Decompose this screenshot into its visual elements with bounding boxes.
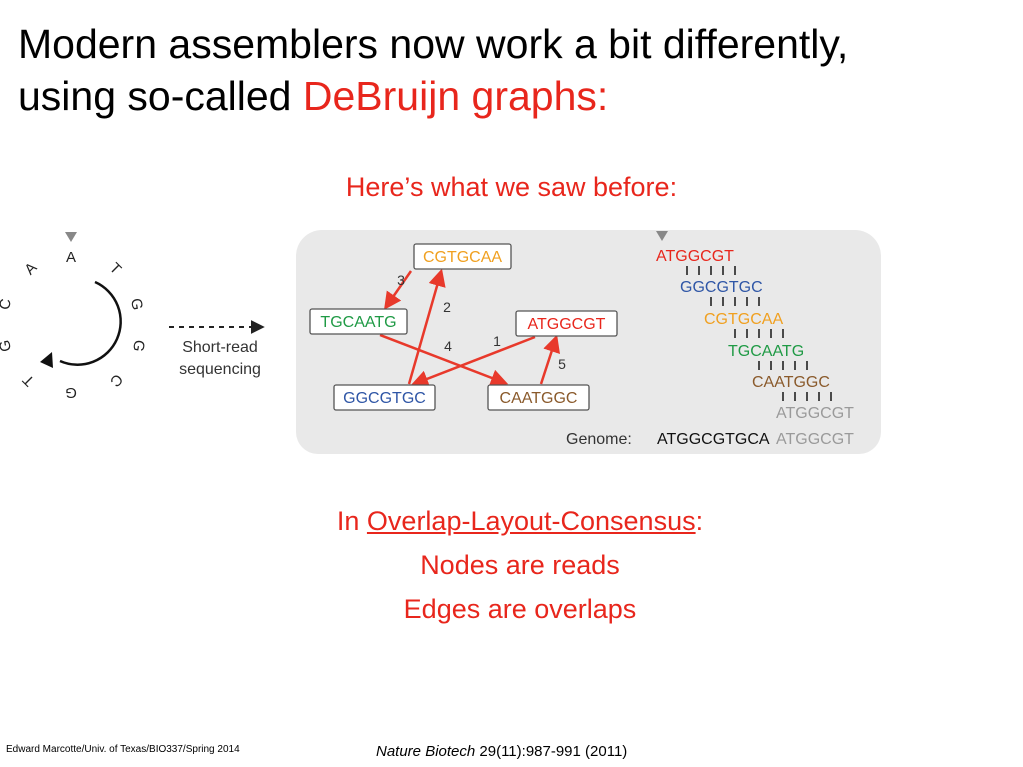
subhead: Here’s what we saw before:: [345, 172, 678, 202]
node-label: GGCGTGC: [343, 390, 426, 407]
edge-label: 5: [558, 356, 566, 372]
start-marker-icon: [65, 232, 77, 242]
edge-label: 1: [493, 333, 501, 349]
circular-arrowhead: [40, 352, 53, 368]
edge-label: 2: [443, 299, 451, 315]
footer-credit: Edward Marcotte/Univ. of Texas/BIO337/Sp…: [6, 744, 240, 755]
genome-letter: C: [0, 297, 15, 311]
genome-letter: G: [0, 339, 15, 353]
genome-sequence: ATGGCGTGCA: [657, 431, 770, 448]
title-line-2-prefix: using so-called: [18, 73, 303, 119]
genome-letter: A: [66, 249, 76, 266]
footer-citation: Nature Biotech 29(11):987-991 (2011): [376, 743, 627, 760]
node-tgcaatg: TGCAATG: [309, 308, 408, 335]
edge-labels: 3 2 4 1 5: [397, 272, 566, 372]
alignment-row: TGCAATG: [728, 343, 804, 360]
overlap-ticks: [686, 266, 832, 401]
genome-letter: C: [106, 370, 126, 390]
genome-sequence-repeat: ATGGCGT: [776, 431, 854, 448]
graph-nodes: CGTGCAA TGCAATG ATGGCGT GGCGTGC CAATGGC: [309, 243, 618, 411]
slide-title: Modern assemblers now work a bit differe…: [18, 18, 1008, 122]
title-accent: DeBruijn graphs:: [302, 73, 609, 119]
edge-label: 3: [397, 272, 405, 288]
node-atggcgt: ATGGCGT: [515, 310, 618, 337]
alignment-row: ATGGCGT: [776, 405, 854, 422]
genome-letter: A: [21, 259, 40, 278]
node-label: CGTGCAA: [423, 249, 502, 266]
edge-4: [379, 333, 509, 387]
alignment-ladder: ATGGCGT GGCGTGC CGTGCAA TGCAATG CAATGGC …: [656, 231, 854, 422]
journal-name: Nature Biotech: [376, 743, 476, 760]
summary-line-3: Edges are overlaps: [403, 594, 637, 624]
genome-letter: T: [20, 371, 39, 390]
citation-details: 29(11):987-991 (2011): [475, 743, 628, 760]
genome-letter: G: [65, 384, 77, 401]
summary: In Overlap-Layout-Consensus: Nodes are r…: [0, 499, 1023, 631]
edge-label: 4: [444, 338, 452, 354]
genome-line: Genome: ATGGCGTGCA ATGGCGT: [566, 431, 854, 448]
summary-prefix: In: [336, 506, 367, 536]
alignment-row: GGCGTGC: [680, 279, 763, 296]
node-ggcgtgc: GGCGTGC: [333, 384, 436, 411]
edge-1: [410, 335, 536, 388]
alignment-row: CGTGCAA: [704, 311, 783, 328]
node-label: ATGGCGT: [528, 316, 606, 333]
circular-genome: A T G G C G T G C A: [0, 232, 148, 401]
graph-edges: [379, 268, 560, 388]
genome-label: Genome:: [566, 431, 632, 448]
title-line-2: using so-called DeBruijn graphs:: [18, 70, 1008, 122]
alignment-row: CAATGGC: [752, 374, 830, 391]
summary-line-1: In Overlap-Layout-Consensus:: [0, 499, 1023, 543]
genome-letter: G: [129, 339, 148, 353]
circular-arc: [59, 280, 122, 366]
summary-colon: :: [695, 506, 704, 536]
node-label: TGCAATG: [320, 314, 396, 331]
title-line-1: Modern assemblers now work a bit differe…: [18, 21, 849, 67]
genome-letter: T: [106, 260, 125, 279]
genome-letter: G: [127, 297, 146, 311]
sequencing-label-2: sequencing: [179, 361, 261, 378]
node-cgtgcaa: CGTGCAA: [413, 243, 512, 270]
edge-3: [384, 270, 413, 310]
summary-line-2: Nodes are reads: [420, 550, 620, 580]
graph-panel: [296, 230, 881, 454]
alignment-start-marker-icon: [656, 231, 668, 241]
edge-5: [539, 334, 560, 385]
sequencing-label-1: Short-read: [182, 339, 258, 356]
node-caatggc: CAATGGC: [487, 384, 590, 411]
node-label: CAATGGC: [500, 390, 578, 407]
overlap-layout-consensus-link[interactable]: Overlap-Layout-Consensus: [366, 506, 696, 536]
sequencing-arrow: Short-read sequencing: [169, 320, 265, 378]
alignment-row: ATGGCGT: [656, 248, 734, 265]
edge-2: [407, 268, 446, 385]
